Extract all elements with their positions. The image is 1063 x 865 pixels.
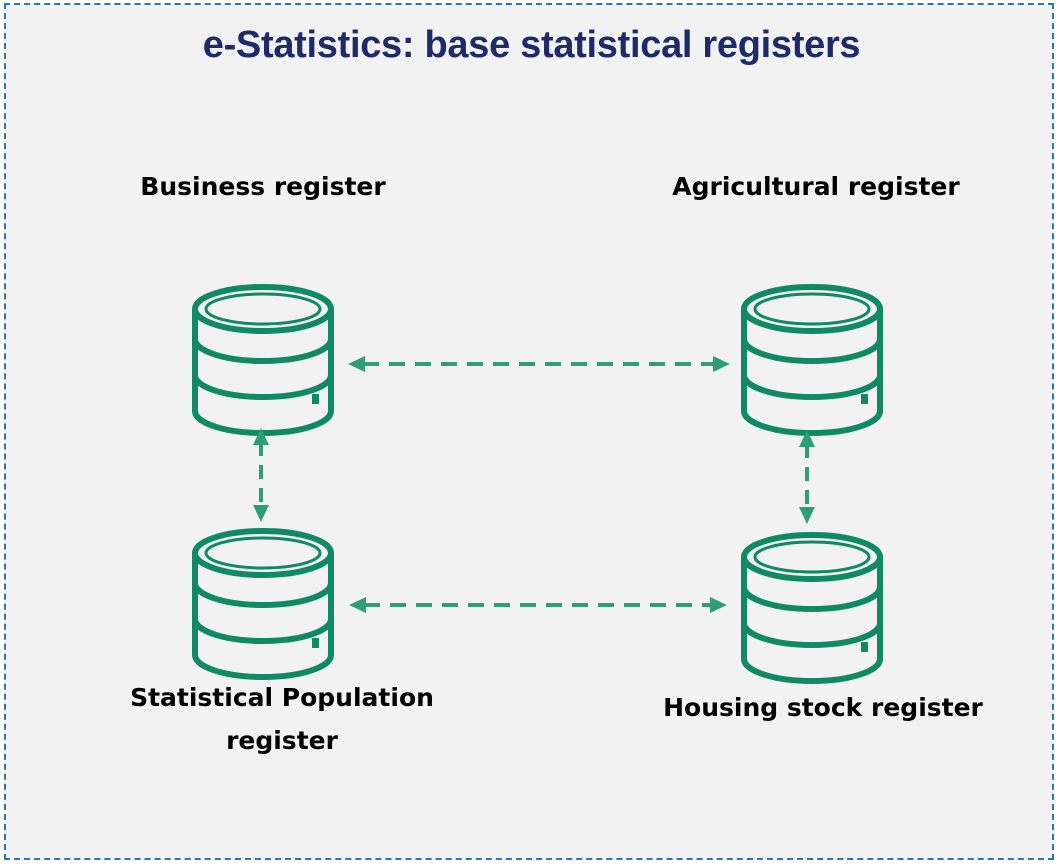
population-register-label: Statistical Population register: [130, 683, 434, 755]
database-icon-business: [195, 287, 331, 433]
housing-register-label: Housing stock register: [663, 693, 983, 722]
connector-business-population: [253, 428, 269, 522]
database-icon-agricultural: [744, 287, 880, 433]
page-title: e-Statistics: base statistical registers: [202, 24, 861, 66]
business-register-label: Business register: [140, 172, 386, 201]
database-icon-housing: [744, 535, 880, 681]
diagram-frame: [4, 3, 1054, 860]
database-icon-population: [195, 531, 331, 677]
connector-population-housing: [349, 597, 727, 613]
agricultural-register-label: Agricultural register: [672, 172, 960, 201]
connector-business-agricultural: [348, 356, 730, 372]
connector-agricultural-housing: [799, 430, 815, 524]
